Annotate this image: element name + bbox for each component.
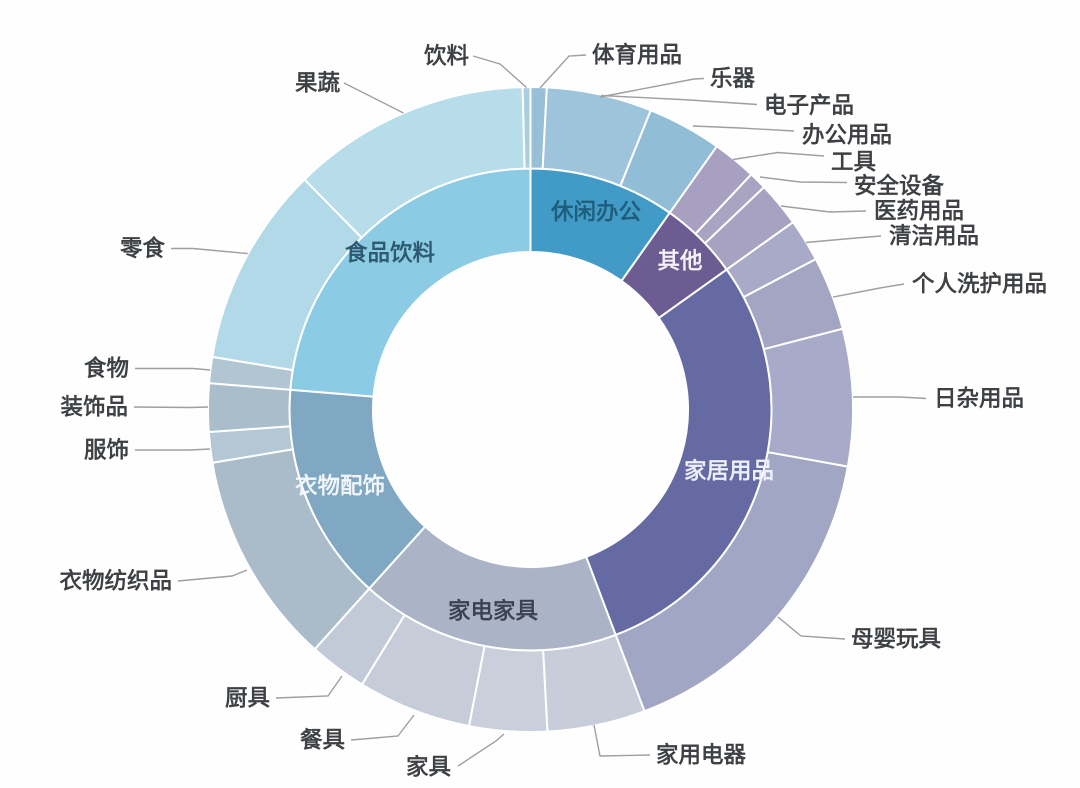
svg-text:办公用品: 办公用品: [802, 123, 892, 148]
svg-text:衣物配饰: 衣物配饰: [295, 474, 385, 499]
svg-text:饮料: 饮料: [424, 44, 469, 69]
svg-text:母婴玩具: 母婴玩具: [851, 627, 941, 652]
svg-text:日杂用品: 日杂用品: [934, 386, 1024, 411]
svg-text:家电家具: 家电家具: [448, 599, 538, 624]
svg-text:家具: 家具: [406, 755, 451, 780]
svg-text:零食: 零食: [120, 236, 165, 261]
svg-text:休闲办公: 休闲办公: [551, 200, 641, 225]
svg-text:医药用品: 医药用品: [874, 199, 964, 224]
svg-text:家居用品: 家居用品: [684, 459, 774, 484]
svg-text:乐器: 乐器: [710, 66, 755, 91]
svg-text:服饰: 服饰: [84, 438, 129, 463]
svg-text:清洁用品: 清洁用品: [889, 224, 979, 249]
svg-text:家用电器: 家用电器: [656, 743, 746, 768]
svg-text:食品饮料: 食品饮料: [345, 241, 435, 266]
svg-text:电子产品: 电子产品: [764, 93, 854, 118]
svg-text:体育用品: 体育用品: [592, 43, 682, 68]
svg-text:装饰品: 装饰品: [60, 395, 128, 420]
svg-text:安全设备: 安全设备: [854, 174, 944, 199]
svg-text:厨具: 厨具: [225, 686, 270, 711]
svg-text:餐具: 餐具: [300, 728, 345, 753]
svg-text:个人洗护用品: 个人洗护用品: [912, 272, 1047, 297]
svg-text:果蔬: 果蔬: [295, 71, 340, 96]
svg-text:其他: 其他: [657, 249, 702, 274]
svg-text:食物: 食物: [84, 356, 129, 381]
svg-text:工具: 工具: [831, 150, 876, 175]
svg-text:衣物纺织品: 衣物纺织品: [59, 569, 172, 594]
